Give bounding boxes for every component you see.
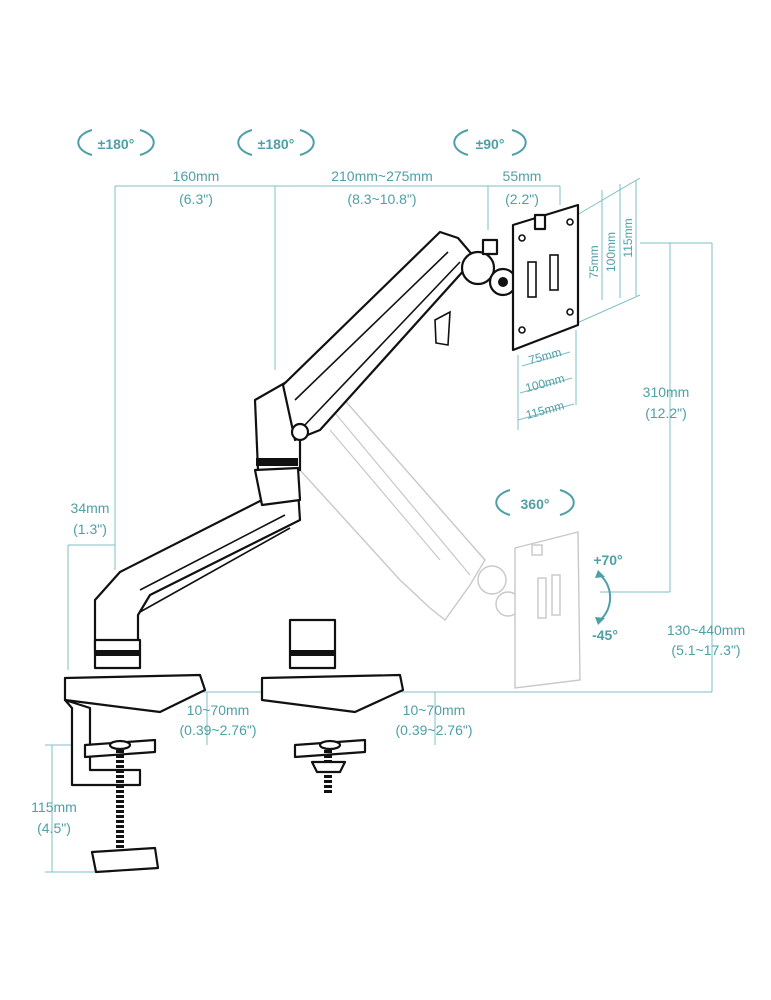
total-height-in: (5.1~17.3"): [671, 642, 740, 658]
upper-arm-mm: 210mm~275mm: [331, 168, 433, 184]
total-height-mm: 130~440mm: [667, 622, 745, 638]
swivel-label: 360°: [521, 496, 550, 512]
head-rotation-label: ±90°: [476, 136, 505, 152]
vesa-v-75: 75mm: [587, 245, 601, 278]
vesa-v-100: 100mm: [604, 232, 618, 272]
base-offset-mm: 34mm: [71, 500, 110, 516]
desk-clamp: [63, 673, 207, 874]
clamp-height-in: (4.5"): [37, 820, 71, 836]
dimension-lines: [45, 177, 713, 873]
rotation-badge-swivel: 360°: [495, 489, 575, 516]
vesa-h-75: 75mm: [527, 345, 563, 367]
height-range-mm: 310mm: [643, 384, 690, 400]
head-offset-in: (2.2"): [505, 191, 539, 207]
grommet-mount: [260, 618, 405, 795]
tilt-indicator: +70° -45°: [592, 552, 623, 643]
elbow-rotation-label: ±180°: [258, 136, 295, 152]
lower-arm-in: (6.3"): [179, 191, 213, 207]
rotation-badge-elbow: ±180°: [237, 129, 315, 156]
base-rotation-label: ±180°: [98, 136, 135, 152]
lower-arm-mm: 160mm: [173, 168, 220, 184]
rotation-badge-base: ±180°: [77, 129, 155, 156]
clamp-height-mm: 115mm: [31, 799, 77, 815]
clamp-desk-in: (0.39~2.76"): [180, 722, 257, 738]
upper-arm-in: (8.3~10.8"): [347, 191, 416, 207]
vesa-h-115: 115mm: [524, 398, 565, 422]
rotation-badge-head: ±90°: [453, 129, 527, 156]
height-range-in: (12.2"): [645, 405, 687, 421]
grommet-desk-in: (0.39~2.76"): [396, 722, 473, 738]
tilt-up-label: +70°: [593, 552, 622, 568]
vesa-h-100: 100mm: [524, 371, 566, 395]
clamp-desk-mm: 10~70mm: [187, 702, 250, 718]
vesa-plate: [511, 203, 580, 352]
head-offset-mm: 55mm: [503, 168, 542, 184]
base-offset-in: (1.3"): [73, 521, 107, 537]
vesa-v-115: 115mm: [621, 218, 635, 257]
lowered-arm-ghost: [299, 371, 581, 689]
monitor-arm: [93, 230, 518, 670]
grommet-desk-mm: 10~70mm: [403, 702, 466, 718]
tilt-down-label: -45°: [592, 627, 618, 643]
